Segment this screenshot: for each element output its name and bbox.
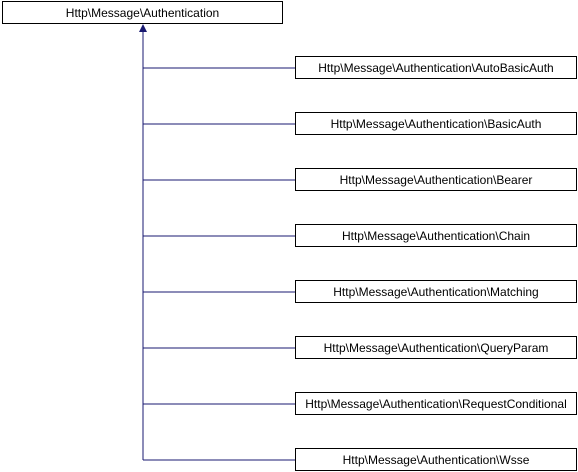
derived-class-node-matching[interactable]: Http\Message\Authentication\Matching <box>295 280 577 303</box>
derived-class-node-bearer[interactable]: Http\Message\Authentication\Bearer <box>295 168 577 191</box>
derived-class-node-requestconditional[interactable]: Http\Message\Authentication\RequestCondi… <box>295 392 577 415</box>
branch-lines <box>143 67 295 461</box>
derived-class-node-autobasicauth[interactable]: Http\Message\Authentication\AutoBasicAut… <box>295 56 577 79</box>
derived-class-node-chain[interactable]: Http\Message\Authentication\Chain <box>295 224 577 247</box>
derived-class-node-basicauth[interactable]: Http\Message\Authentication\BasicAuth <box>295 112 577 135</box>
inheritance-arrowhead-icon <box>139 24 147 32</box>
base-class-node[interactable]: Http\Message\Authentication <box>2 1 283 24</box>
derived-class-node-wsse[interactable]: Http\Message\Authentication\Wsse <box>295 448 577 471</box>
derived-class-node-queryparam[interactable]: Http\Message\Authentication\QueryParam <box>295 336 577 359</box>
